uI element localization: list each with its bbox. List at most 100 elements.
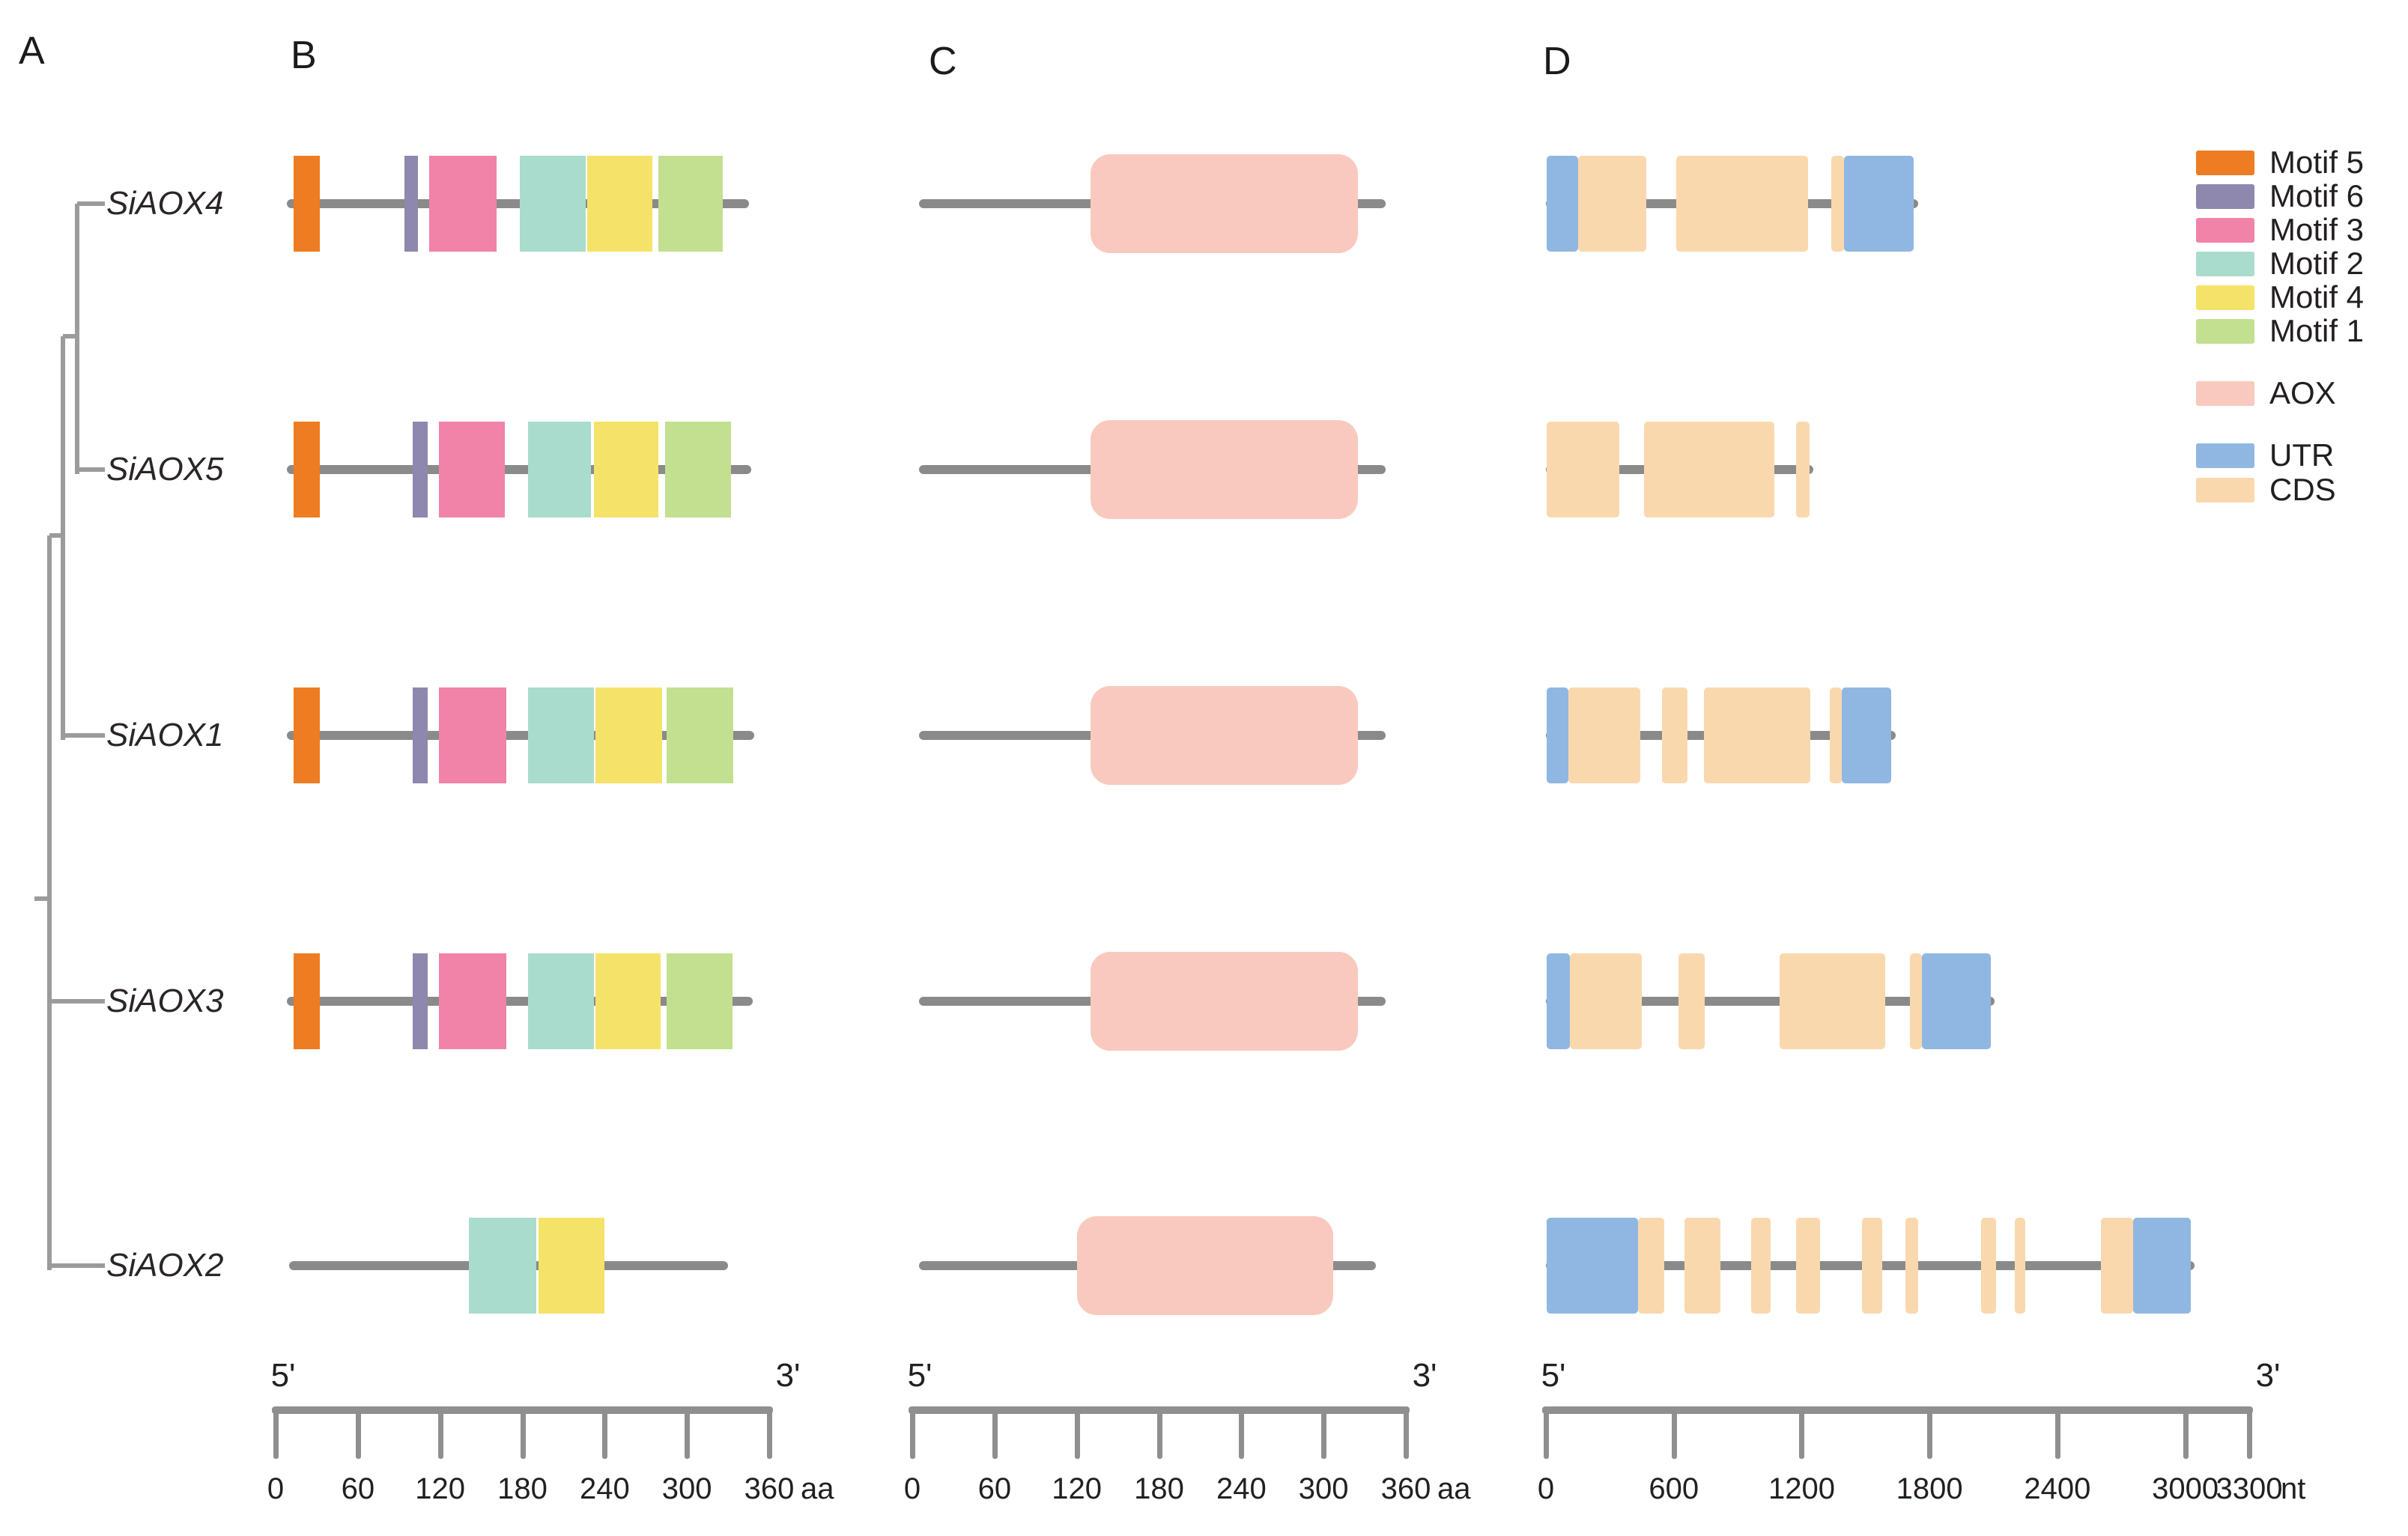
- axis-unit-b: aa: [801, 1472, 834, 1505]
- tree-branch: [77, 467, 105, 472]
- axis-tick-label-b: 240: [579, 1472, 630, 1505]
- utr-box: [1546, 1218, 1638, 1314]
- motif-box-m6: [404, 156, 419, 252]
- axis-tick-label-d: 2400: [2024, 1472, 2091, 1505]
- panel-letter-a: A: [19, 29, 46, 73]
- axis-tick-label-b: 0: [267, 1472, 285, 1505]
- cds-box: [1676, 156, 1808, 252]
- motif-box-m3: [438, 422, 505, 517]
- axis-tick-label-c: 360: [1380, 1472, 1431, 1505]
- motif-box-m5: [293, 422, 320, 517]
- axis-tick-b: [355, 1406, 361, 1459]
- motif-box-m1: [664, 422, 731, 517]
- legend-label-m2: Motif 2: [2269, 246, 2365, 281]
- axis-tick-b: [602, 1406, 608, 1459]
- axis-tick-b: [273, 1406, 279, 1459]
- tree-branch: [63, 733, 105, 738]
- legend-label-m4: Motif 4: [2269, 279, 2365, 315]
- cds-box: [1569, 953, 1643, 1049]
- motif-box-m3: [438, 953, 506, 1049]
- axis-tick-d: [1544, 1406, 1549, 1459]
- cds-box: [1637, 1218, 1664, 1314]
- cds-box: [1751, 1218, 1771, 1314]
- motif-box-m2: [519, 156, 586, 252]
- axis-bar-d: [1542, 1406, 2253, 1414]
- legend-swatch-m5: [2196, 150, 2254, 175]
- legend-swatch-m6: [2196, 183, 2254, 209]
- axis-tick-label-b: 60: [341, 1472, 375, 1505]
- axis-tick-c: [992, 1406, 998, 1459]
- cds-box: [1678, 953, 1705, 1049]
- motif-box-m6: [413, 687, 428, 783]
- axis-tick-label-b: 120: [415, 1472, 466, 1505]
- motif-box-m3: [438, 687, 506, 783]
- legend-swatch-m3: [2196, 217, 2254, 243]
- motif-box-m5: [293, 687, 320, 783]
- cds-box: [2015, 1218, 2025, 1314]
- axis-tick-label-d: 3300: [2216, 1472, 2283, 1505]
- utr-box: [1546, 156, 1578, 252]
- cds-box: [1568, 687, 1641, 783]
- tree-branch: [61, 336, 65, 740]
- tree-branch: [49, 999, 105, 1004]
- motif-box-m5: [293, 156, 320, 252]
- axis-tick-label-b: 180: [497, 1472, 548, 1505]
- axis-tick-d: [2054, 1406, 2060, 1459]
- axis-tick-label-d: 0: [1537, 1472, 1555, 1505]
- motif-box-m2: [527, 687, 594, 783]
- axis-tick-d: [2183, 1406, 2189, 1459]
- cds-box: [1905, 1218, 1919, 1314]
- axis-tick-label-c: 300: [1298, 1472, 1349, 1505]
- panel-letter-c: C: [929, 40, 958, 83]
- axis-tick-label-c: 60: [977, 1472, 1012, 1505]
- motif-box-m5: [293, 953, 320, 1049]
- cds-box: [1546, 422, 1619, 517]
- axis-tick-d: [1927, 1406, 1933, 1459]
- cds-box: [1910, 953, 1923, 1049]
- cds-box: [1684, 1218, 1721, 1314]
- motif-box-m1: [658, 156, 723, 252]
- axis-tick-d: [2247, 1406, 2252, 1459]
- motif-box-m4: [593, 422, 658, 517]
- axis-unit-d: nt: [2281, 1472, 2306, 1505]
- cds-box: [1704, 687, 1811, 783]
- cds-box: [1861, 1218, 1882, 1314]
- panel-letter-b: B: [291, 34, 318, 77]
- legend-label-m6: Motif 6: [2269, 178, 2365, 213]
- axis-tick-label-c: 240: [1216, 1472, 1267, 1505]
- motif-box-m6: [413, 953, 428, 1049]
- motif-box-m1: [666, 687, 734, 783]
- gene-label: SiAOX2: [106, 1247, 224, 1284]
- axis-tick-label-c: 0: [903, 1472, 921, 1505]
- axis-tick-c: [910, 1406, 915, 1459]
- aox-domain-box: [1090, 686, 1358, 785]
- axis-three-prime-b: 3': [775, 1357, 801, 1394]
- legend-swatch-cds: [2196, 477, 2254, 503]
- legend-label-m5: Motif 5: [2269, 145, 2365, 180]
- aox-domain-box: [1090, 952, 1358, 1051]
- axis-tick-label-d: 3000: [2152, 1472, 2219, 1505]
- motif-box-m4: [539, 1218, 605, 1314]
- cds-box: [1796, 422, 1810, 517]
- legend-swatch-m4: [2196, 285, 2254, 310]
- tree-branch: [49, 1263, 105, 1268]
- utr-box: [1844, 156, 1914, 252]
- axis-tick-b: [767, 1406, 772, 1459]
- axis-tick-b: [437, 1406, 443, 1459]
- axis-tick-label-d: 600: [1649, 1472, 1699, 1505]
- axis-tick-d: [1799, 1406, 1805, 1459]
- cds-box: [1981, 1218, 1996, 1314]
- gene-label: SiAOX1: [106, 717, 224, 753]
- axis-tick-c: [1404, 1406, 1409, 1459]
- axis-tick-c: [1074, 1406, 1080, 1459]
- axis-tick-c: [1239, 1406, 1245, 1459]
- axis-tick-c: [1156, 1406, 1162, 1459]
- legend-label-utr: UTR: [2269, 437, 2335, 473]
- tree-branch: [75, 204, 79, 474]
- axis-tick-label-b: 360: [744, 1472, 795, 1505]
- axis-tick-c: [1321, 1406, 1327, 1459]
- tree-branch: [63, 334, 77, 339]
- aox-domain-box: [1076, 1216, 1333, 1315]
- axis-tick-label-c: 180: [1134, 1472, 1184, 1505]
- motif-box-m1: [666, 953, 733, 1049]
